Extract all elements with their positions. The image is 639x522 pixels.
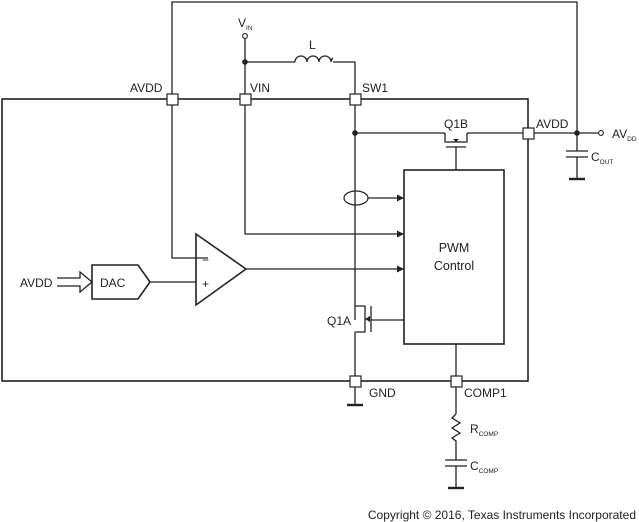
rcomp-label: RCOMP — [470, 422, 498, 438]
avdd-to-amp-wire — [171, 105, 208, 259]
inductor-l-icon — [294, 55, 334, 63]
cout-label: COUT — [591, 150, 613, 166]
vin-label: VIN — [238, 16, 253, 32]
pin-comp1-label: COMP1 — [464, 386, 507, 400]
rcomp-resistor-icon — [450, 413, 462, 460]
q1a-transistor-icon — [355, 305, 404, 333]
ccomp-label: CCOMP — [470, 459, 498, 475]
pin-comp1 — [450, 375, 463, 388]
pin-vin — [239, 93, 252, 106]
copyright-text: Copyright © 2016, Texas Instruments Inco… — [368, 508, 636, 522]
inductor-label: L — [309, 38, 316, 52]
error-amplifier — [195, 232, 248, 307]
pin-gnd — [349, 375, 362, 388]
ic-boundary — [1, 98, 529, 382]
current-sense-icon — [343, 190, 369, 206]
avdd-input-arrow-icon — [57, 270, 94, 294]
pin-avdd-top-label: AVDD — [130, 81, 163, 95]
sw1-junction-dot — [352, 130, 358, 136]
q1b-transistor-icon — [444, 133, 468, 170]
vin-terminal-icon — [242, 33, 248, 39]
inductor-wire-right — [333, 61, 356, 94]
avdd-out-terminal-icon — [598, 130, 604, 136]
pin-vin-label: VIN — [250, 81, 270, 95]
avdd-input-label: AVDD — [20, 276, 53, 290]
pin-sw1-label: SW1 — [362, 81, 388, 95]
dac-block — [91, 264, 151, 300]
pin-gnd-label: GND — [369, 386, 396, 400]
avdd-out-label: AVDD — [612, 127, 637, 143]
amp-plus-label: + — [202, 277, 209, 291]
amp-arrow-icon — [397, 265, 404, 273]
cout-wire — [566, 133, 588, 178]
avdd-feedback-wire — [171, 1, 578, 133]
pwm-control-block — [403, 169, 505, 345]
vin-arrow-icon — [397, 230, 404, 238]
pin-sw1 — [349, 93, 362, 106]
q1a-label: Q1A — [327, 314, 351, 328]
pwm-label-line1: PWM — [439, 241, 470, 255]
pin-avdd-top — [166, 93, 179, 106]
amp-minus-label: − — [202, 253, 209, 267]
ccomp-capacitor-icon — [445, 459, 467, 487]
vin-junction-dot — [242, 59, 248, 65]
pin-avdd-right-label: AVDD — [536, 117, 569, 131]
current-sense-arrow-icon — [397, 194, 404, 202]
q1b-label: Q1B — [444, 117, 468, 131]
vin-to-pwm-wire — [244, 105, 404, 235]
dac-label: DAC — [100, 276, 126, 290]
pwm-label-line2: Control — [434, 259, 474, 273]
pin-avdd-right — [522, 127, 535, 140]
